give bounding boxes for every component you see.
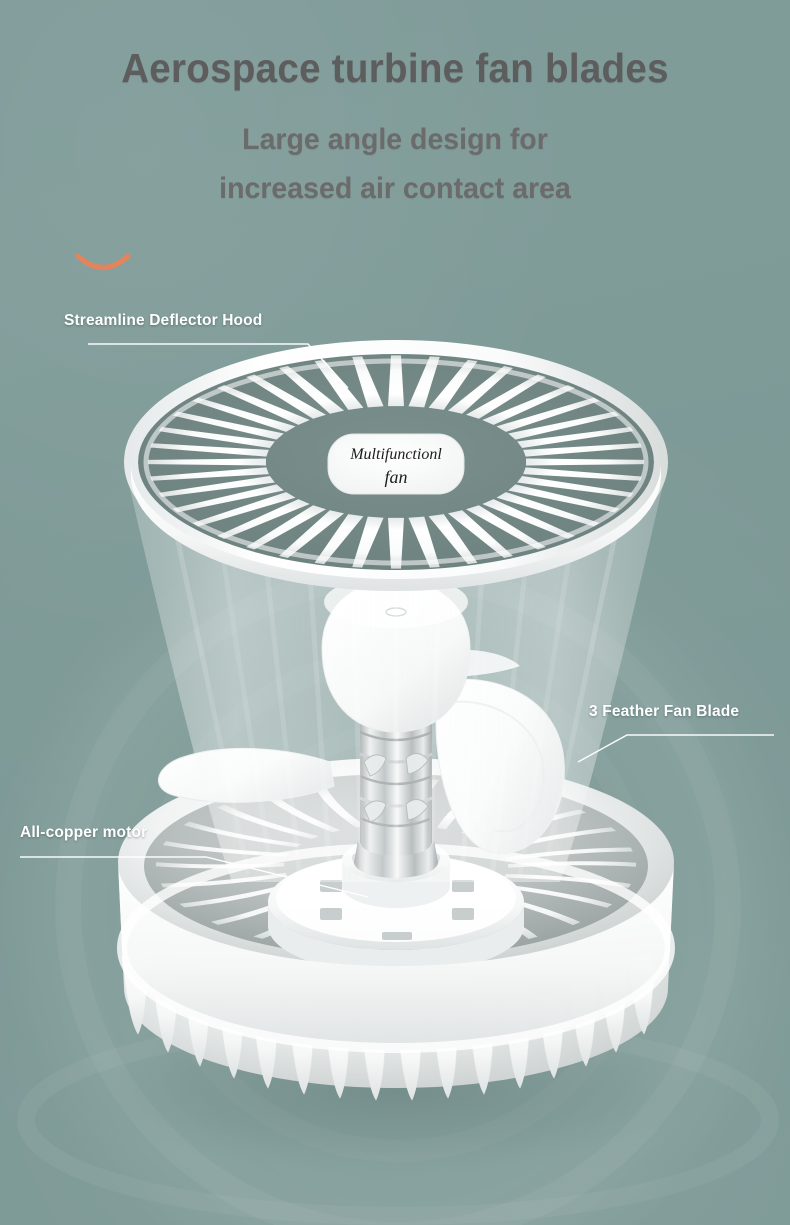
svg-text:Multifunctionl: Multifunctionl: [349, 446, 442, 463]
streamline-deflector-hood: Multifunctionl fan: [124, 340, 668, 591]
subtitle-line-1: Large angle design for: [242, 122, 548, 156]
header-text-block: Aerospace turbine fan blades Large angle…: [0, 0, 790, 213]
product-badge: Multifunctionl fan: [327, 433, 465, 495]
accent-arc-decoration: [75, 253, 131, 271]
svg-text:fan: fan: [384, 467, 407, 487]
fan-product-illustration: Multifunctionl fan: [66, 340, 726, 1178]
page-title: Aerospace turbine fan blades: [121, 45, 669, 91]
callout-three-feather-fan-blade: 3 Feather Fan Blade: [589, 703, 740, 720]
page-subtitle: Large angle design for increased air con…: [20, 92, 771, 213]
callout-all-copper-motor: All-copper motor: [20, 824, 148, 841]
callout-streamline-deflector-hood: Streamline Deflector Hood: [64, 312, 263, 329]
subtitle-line-2: increased air contact area: [219, 171, 571, 205]
